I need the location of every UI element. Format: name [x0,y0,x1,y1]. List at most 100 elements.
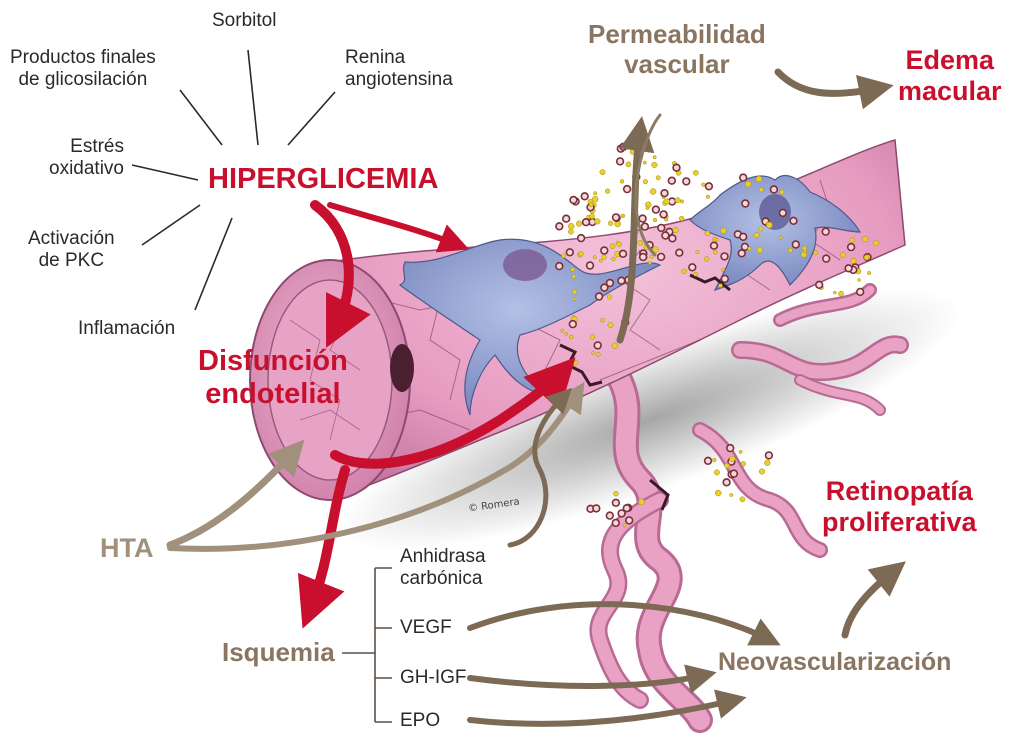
exudate-dot [568,229,573,234]
blood-cell [779,210,786,217]
blood-cell [639,215,646,222]
exudate-dot [653,156,656,159]
exudate-dot [610,244,615,249]
label-permeabilidad-line2: vascular [588,50,766,80]
exudate-dot [601,318,605,322]
label-anhidrasa-carbonica: Anhidrasa carbónica [400,546,486,590]
exudate-dot [562,254,566,258]
exudate-dot [591,351,594,354]
exudate-dot [838,291,843,296]
exudate-dot [595,219,601,225]
blood-cell [612,520,619,527]
blood-cell [601,284,608,291]
exudate-dot [759,188,763,192]
blood-cell [660,211,667,218]
blood-cell [569,321,576,328]
blood-cell [705,457,712,464]
exudate-dot [779,236,782,239]
label-disfuncion-line1: Disfunción [198,345,348,378]
exudate-dot [620,180,624,184]
exudate-dot [650,255,654,259]
exudate-dot [590,335,595,340]
blood-cell [845,265,852,272]
blood-cell [583,219,590,226]
label-isquemia: Isquemia [222,638,335,668]
exudate-dot [759,469,765,475]
exudate-dot [653,218,657,222]
exudate-dot [721,268,724,271]
label-activacion-pkc: Activación de PKC [28,228,115,272]
exudate-dot [739,450,742,453]
blood-cell [593,505,600,512]
exudate-dot [572,275,576,279]
blood-cell [642,223,649,230]
blood-cell [721,253,728,260]
blood-cell [790,217,797,224]
blood-cell [816,281,823,288]
blood-cell [723,479,730,486]
exudate-dot [612,257,616,261]
blood-cell [742,200,749,207]
blood-cell [766,452,773,459]
label-renina-line1: Renina [345,47,453,69]
blood-cell [570,197,577,204]
exudate-dot [573,360,578,365]
exudate-dot [614,491,619,496]
label-anhidrasa-line2: carbónica [400,568,486,590]
exudate-dot [561,329,564,332]
blood-cell [662,232,669,239]
exudate-dot [741,461,746,466]
label-edema-line2: macular [898,76,1002,107]
blood-cell [624,186,631,193]
exudate-dot [858,279,861,282]
exudate-dot [600,170,605,175]
exudate-dot [715,238,718,241]
exudate-dot [850,238,855,243]
blood-cell [661,190,668,197]
exudate-dot [656,176,660,180]
label-renina-angiotensina: Renina angiotensina [345,47,453,91]
blood-cell [618,277,625,284]
exudate-dot [648,261,651,264]
label-edema-macular: Edema macular [898,45,1002,107]
blood-cell [578,235,585,242]
label-inflamacion: Inflamación [78,318,175,340]
blood-cell [706,183,713,190]
label-neovascularizacion: Neovascularización [718,648,951,677]
blood-cell [620,250,627,257]
label-hta: HTA [100,533,154,564]
blood-cell [658,225,665,232]
blood-cell [669,235,676,242]
exudate-dot [643,161,646,164]
exudate-dot [706,195,710,199]
exudate-dot [766,222,772,228]
blood-cell [640,254,647,261]
blood-cell [626,517,633,524]
blood-cell [822,228,829,235]
exudate-dot [626,162,631,167]
blood-cell [823,255,830,262]
exudate-dot [867,271,870,274]
exudate-dot [679,216,684,221]
label-hiperglicemia: HIPERGLICEMIA [208,163,438,196]
label-productos-line2: de glicosilación [10,69,156,91]
blood-cell [606,512,613,519]
blood-cell [731,470,738,477]
exudate-dot [814,250,818,254]
exudate-dot [693,170,698,175]
exudate-dot [607,295,612,300]
blood-cell [683,178,690,185]
blood-cell [556,263,563,270]
exudate-dot [608,221,613,226]
blood-cell [653,206,660,213]
exudate-dot [568,223,574,229]
exudate-dot [862,236,868,242]
exudate-dot [675,198,680,203]
label-permeabilidad-vascular: Permeabilidad vascular [588,20,766,80]
blood-cell [727,445,734,452]
exudate-dot [802,246,806,250]
blood-cell [857,289,864,296]
exudate-dot [715,490,721,496]
exudate-dot [596,353,600,357]
label-epo: EPO [400,710,440,732]
